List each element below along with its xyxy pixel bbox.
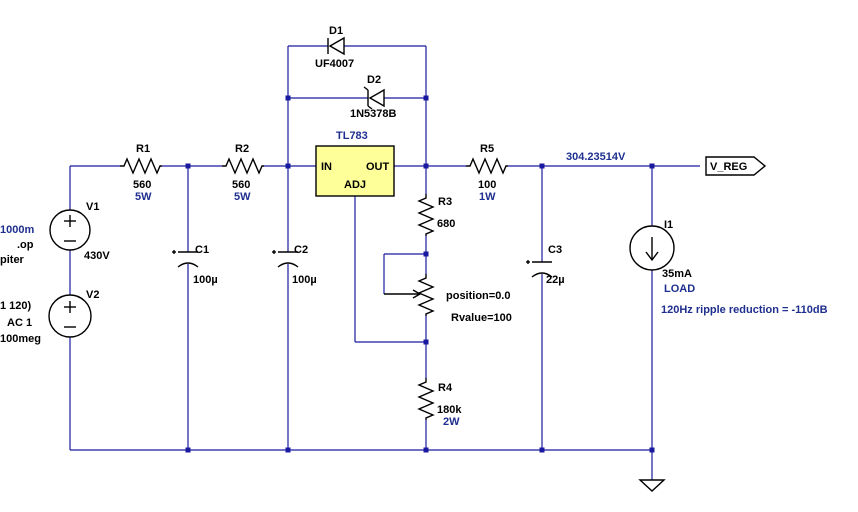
d1-value: UF4007 (315, 58, 354, 70)
r2-value: 560 (232, 179, 250, 191)
regulator-tl783[interactable] (315, 145, 395, 197)
capacitor-c2[interactable] (272, 250, 299, 268)
v2-ac-fragment: 1 120) (0, 300, 32, 312)
v2-ac-amplitude: AC 1 (7, 317, 32, 329)
directive-jupiter: piter (0, 254, 25, 266)
diode-d1[interactable] (327, 36, 345, 56)
d2-ref: D2 (367, 74, 381, 86)
r1-ref: R1 (136, 143, 150, 155)
r5-rating: 1W (479, 191, 496, 203)
resistor-r5[interactable] (466, 157, 508, 175)
potentiometer[interactable] (384, 274, 435, 316)
v1-value: 430V (84, 250, 110, 262)
resistor-r1[interactable] (120, 157, 162, 175)
r4-ref: R4 (438, 382, 453, 394)
r2-ref: R2 (235, 143, 249, 155)
regulator-pin-out: OUT (366, 161, 390, 173)
c2-ref: C2 (294, 244, 308, 256)
i1-value: 35mA (662, 268, 692, 280)
r1-rating: 5W (135, 191, 152, 203)
i1-ref: I1 (664, 219, 673, 231)
r1-value: 560 (133, 179, 151, 191)
pot-rvalue: Rvalue=100 (451, 312, 512, 324)
junctions (185, 95, 655, 453)
r5-ref: R5 (480, 143, 494, 155)
v1-ref: V1 (86, 201, 99, 213)
d1-ref: D1 (329, 25, 343, 37)
ground-symbol (638, 479, 666, 492)
regulator-name: TL783 (336, 130, 368, 142)
diode-d2[interactable] (363, 86, 385, 110)
resistor-r3[interactable] (417, 194, 435, 236)
resistor-r4[interactable] (417, 378, 435, 420)
r4-rating: 2W (443, 416, 460, 428)
c1-ref: C1 (195, 244, 209, 256)
wires (69, 45, 700, 480)
c2-value: 100µ (292, 274, 317, 286)
directive-line-1: 1000m (0, 224, 34, 236)
r2-rating: 5W (234, 191, 251, 203)
r5-value: 100 (478, 179, 496, 191)
net-label-flag[interactable] (705, 156, 767, 176)
voltage-source-v1[interactable] (49, 209, 91, 251)
r3-value: 680 (437, 218, 455, 230)
regulator-pin-adj: ADJ (344, 179, 366, 191)
net-label-v-reg: V_REG (710, 161, 747, 173)
r4-value: 180k (437, 404, 462, 416)
v2-ref: V2 (86, 289, 99, 301)
resistor-r2[interactable] (222, 157, 264, 175)
voltage-source-v2[interactable] (48, 294, 92, 338)
c3-value: 22µ (546, 274, 565, 286)
capacitor-c1[interactable] (172, 250, 199, 268)
regulator-pin-in: IN (321, 161, 332, 173)
d2-value: 1N5378B (350, 108, 397, 120)
current-source-i1[interactable] (629, 225, 675, 271)
c1-value: 100µ (193, 274, 218, 286)
c3-ref: C3 (548, 244, 562, 256)
ripple-annotation: 120Hz ripple reduction = -110dB (661, 304, 828, 316)
pot-position: position=0.0 (446, 290, 511, 302)
v2-resistance: 100meg (0, 333, 41, 345)
output-voltage-readout: 304.23514V (566, 151, 626, 163)
directive-op: .op (17, 239, 34, 251)
capacitor-c3[interactable] (526, 260, 553, 278)
i1-label: LOAD (664, 283, 695, 295)
r3-ref: R3 (438, 196, 452, 208)
